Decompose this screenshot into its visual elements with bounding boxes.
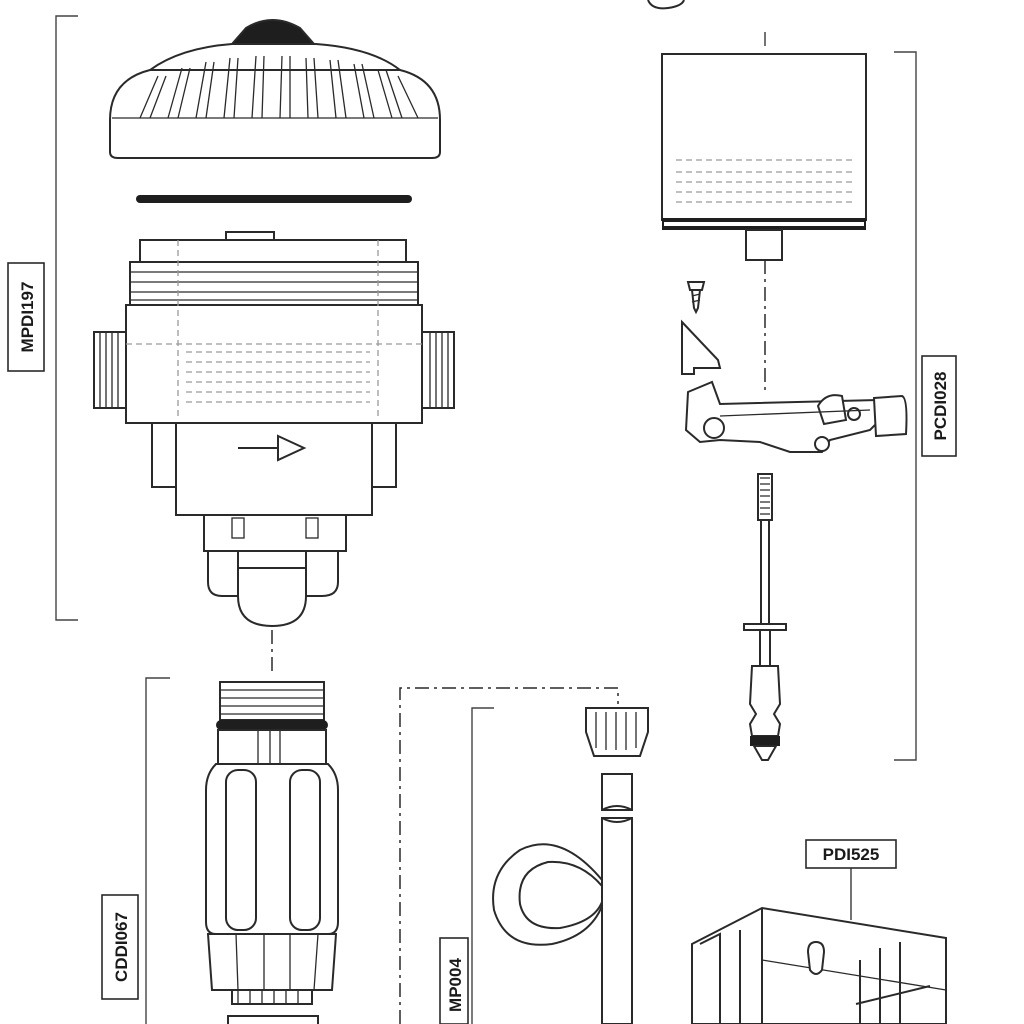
label-text-pdi525: PDI525 bbox=[823, 845, 880, 864]
assembly-pcdi028: PCDI028 bbox=[647, 0, 957, 761]
label-pcdi028: PCDI028 bbox=[921, 355, 957, 457]
lever-arm bbox=[684, 380, 908, 453]
hose-nut bbox=[585, 707, 649, 757]
screw bbox=[686, 281, 706, 315]
o-ring bbox=[136, 195, 412, 203]
label-text-mpdi197: MPDI197 bbox=[18, 282, 37, 353]
bracket-mp004 bbox=[471, 707, 494, 1024]
pump-body bbox=[93, 231, 455, 628]
wedge-clip bbox=[681, 319, 722, 375]
bracket-pcdi028 bbox=[894, 51, 917, 761]
label-cddi067: CDDI067 bbox=[101, 894, 139, 1000]
cylinder-cover bbox=[661, 53, 867, 261]
label-mpdi197: MPDI197 bbox=[7, 262, 45, 372]
label-pdi525: PDI525 bbox=[805, 839, 897, 869]
hose bbox=[492, 773, 633, 1024]
piston-rod bbox=[743, 473, 787, 761]
label-mp004: MP004 bbox=[439, 937, 469, 1024]
wall-bracket bbox=[691, 906, 947, 1024]
assembly-mp004: MP004 bbox=[399, 687, 649, 1024]
bracket-mpdi197 bbox=[55, 15, 78, 621]
top-cap bbox=[109, 19, 441, 159]
label-text-cddi067: CDDI067 bbox=[112, 912, 131, 982]
cylinder-body bbox=[205, 681, 339, 1024]
assembly-pdi525: PDI525 bbox=[691, 839, 947, 1024]
assembly-cddi067: CDDI067 bbox=[101, 677, 339, 1024]
assembly-mpdi197: MPDI197 bbox=[7, 15, 455, 672]
label-text-mp004: MP004 bbox=[446, 958, 465, 1012]
label-text-pcdi028: PCDI028 bbox=[931, 372, 950, 441]
bracket-cddi067 bbox=[145, 677, 170, 1024]
